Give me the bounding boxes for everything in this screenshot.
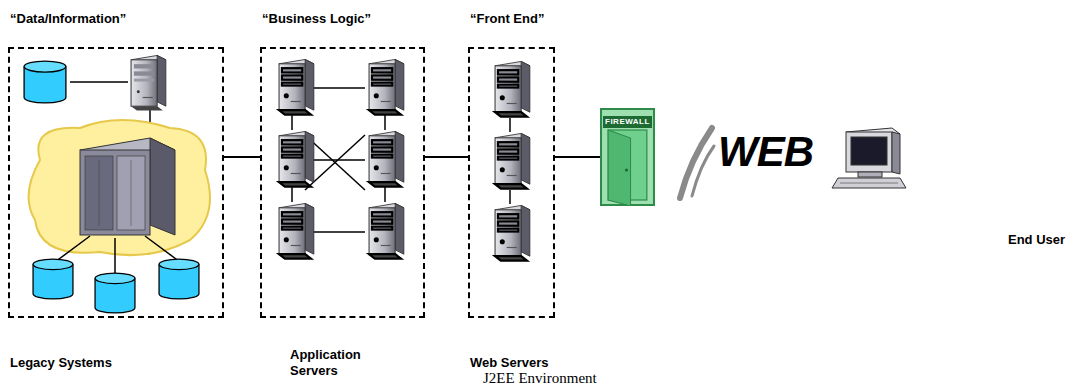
database xyxy=(159,259,199,299)
database xyxy=(33,259,73,299)
firewall-label: FIREWALL xyxy=(603,116,652,128)
connector-line xyxy=(425,156,468,158)
web-swoosh xyxy=(680,128,714,198)
tier-label: Web Servers xyxy=(470,355,590,371)
tier-heading: “Business Logic” xyxy=(262,11,442,27)
firewall-node: FIREWALL xyxy=(600,108,655,206)
door-leaf xyxy=(608,130,630,206)
connector-line xyxy=(555,156,600,158)
server xyxy=(131,55,166,110)
database xyxy=(24,61,66,103)
database xyxy=(95,273,135,313)
mainframe xyxy=(80,138,175,235)
tier-box: “Front End”Web Servers xyxy=(468,47,555,318)
figure-caption: J2EE Environment xyxy=(483,370,597,387)
computer-icon xyxy=(832,128,906,188)
end-user-label: End User xyxy=(1008,232,1065,247)
tier-heading: “Front End” xyxy=(470,11,590,27)
connector-line xyxy=(224,156,260,158)
door-knob xyxy=(625,168,628,171)
web-servers xyxy=(495,61,530,260)
application-servers xyxy=(279,59,404,258)
tier-label: Legacy Systems xyxy=(10,355,220,371)
legacy-illustration xyxy=(24,55,210,312)
tier-heading: “Data/Information” xyxy=(10,11,225,27)
door-frame xyxy=(601,109,654,205)
web-logo-text: WEB xyxy=(718,128,813,176)
tier-label: Application Servers xyxy=(290,347,390,380)
tier-box: “Data/Information”Legacy Systems xyxy=(8,47,224,318)
tier-box: “Business Logic”Application Servers xyxy=(260,47,425,318)
glow xyxy=(29,120,210,255)
